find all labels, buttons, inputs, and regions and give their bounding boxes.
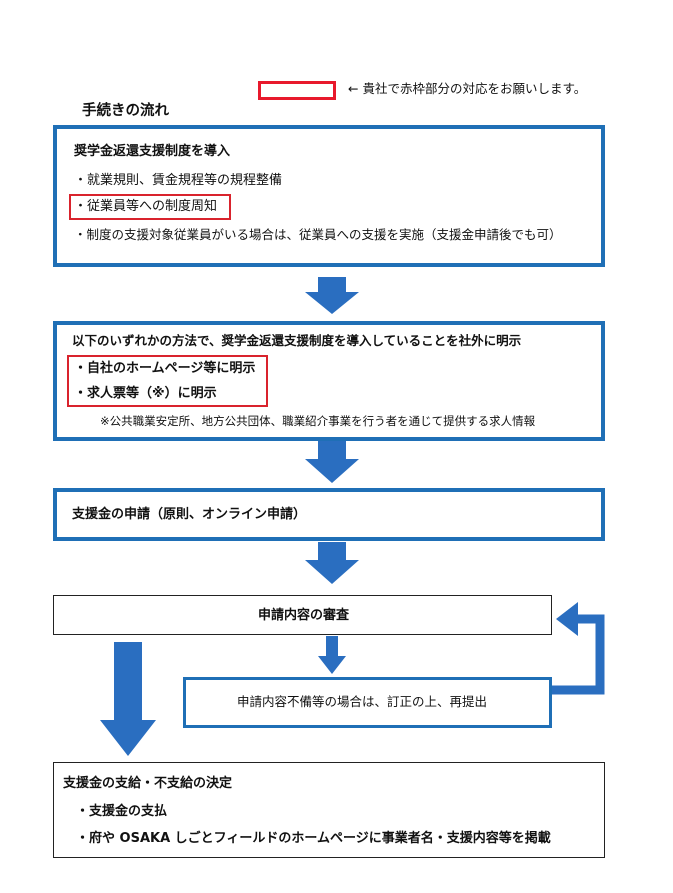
step2-item-2: ・求人票等（※）に明示	[74, 386, 217, 401]
step3-box	[53, 488, 605, 541]
step1-heading: 奨学金返還支援制度を導入	[74, 144, 231, 159]
legend-text: ← 貴社で赤枠部分の対応をお願いします。	[348, 81, 587, 96]
loop-back-arrow	[552, 598, 612, 704]
step2-heading: 以下のいずれかの方法で、奨学金返還支援制度を導入していることを社外に明示	[72, 333, 522, 348]
down-arrow-1	[305, 277, 359, 314]
step3-heading: 支援金の申請（原則、オンライン申請）	[72, 507, 307, 522]
resubmit-box	[183, 677, 552, 728]
step5-item-1: ・支援金の支払	[76, 804, 168, 819]
flow-title: 手続きの流れ	[82, 103, 169, 119]
step5-item-2: ・府や OSAKA しごとフィールドのホームページに事業者名・支援内容等を掲載	[76, 831, 551, 846]
step2-note: ※公共職業安定所、地方公共団体、職業紹介事業を行う者を通じて提供する求人情報	[100, 414, 536, 428]
legend-red-frame-sample	[258, 81, 336, 100]
step1-item-1: ・就業規則、賃金規程等の規程整備	[74, 173, 283, 188]
step2-box	[53, 321, 605, 441]
down-arrow-2	[305, 441, 359, 483]
down-arrow-long	[100, 642, 156, 756]
resubmit-text: 申請内容不備等の場合は、訂正の上、再提出	[237, 694, 488, 709]
step1-item-2: ・従業員等への制度周知	[74, 199, 218, 214]
step1-red-frame	[69, 194, 231, 220]
step2-red-frame	[67, 355, 268, 407]
down-arrow-small	[318, 636, 346, 674]
step1-box	[53, 125, 605, 267]
step4-heading: 申請内容の審査	[258, 608, 350, 623]
down-arrow-3	[305, 542, 359, 584]
step4-box	[53, 595, 552, 635]
step2-item-1: ・自社のホームページ等に明示	[74, 361, 256, 376]
step5-heading: 支援金の支給・不支給の決定	[63, 776, 233, 791]
step5-box	[53, 762, 605, 858]
step1-item-3: ・制度の支援対象従業員がいる場合は、従業員への支援を実施（支援金申請後でも可）	[74, 227, 562, 242]
